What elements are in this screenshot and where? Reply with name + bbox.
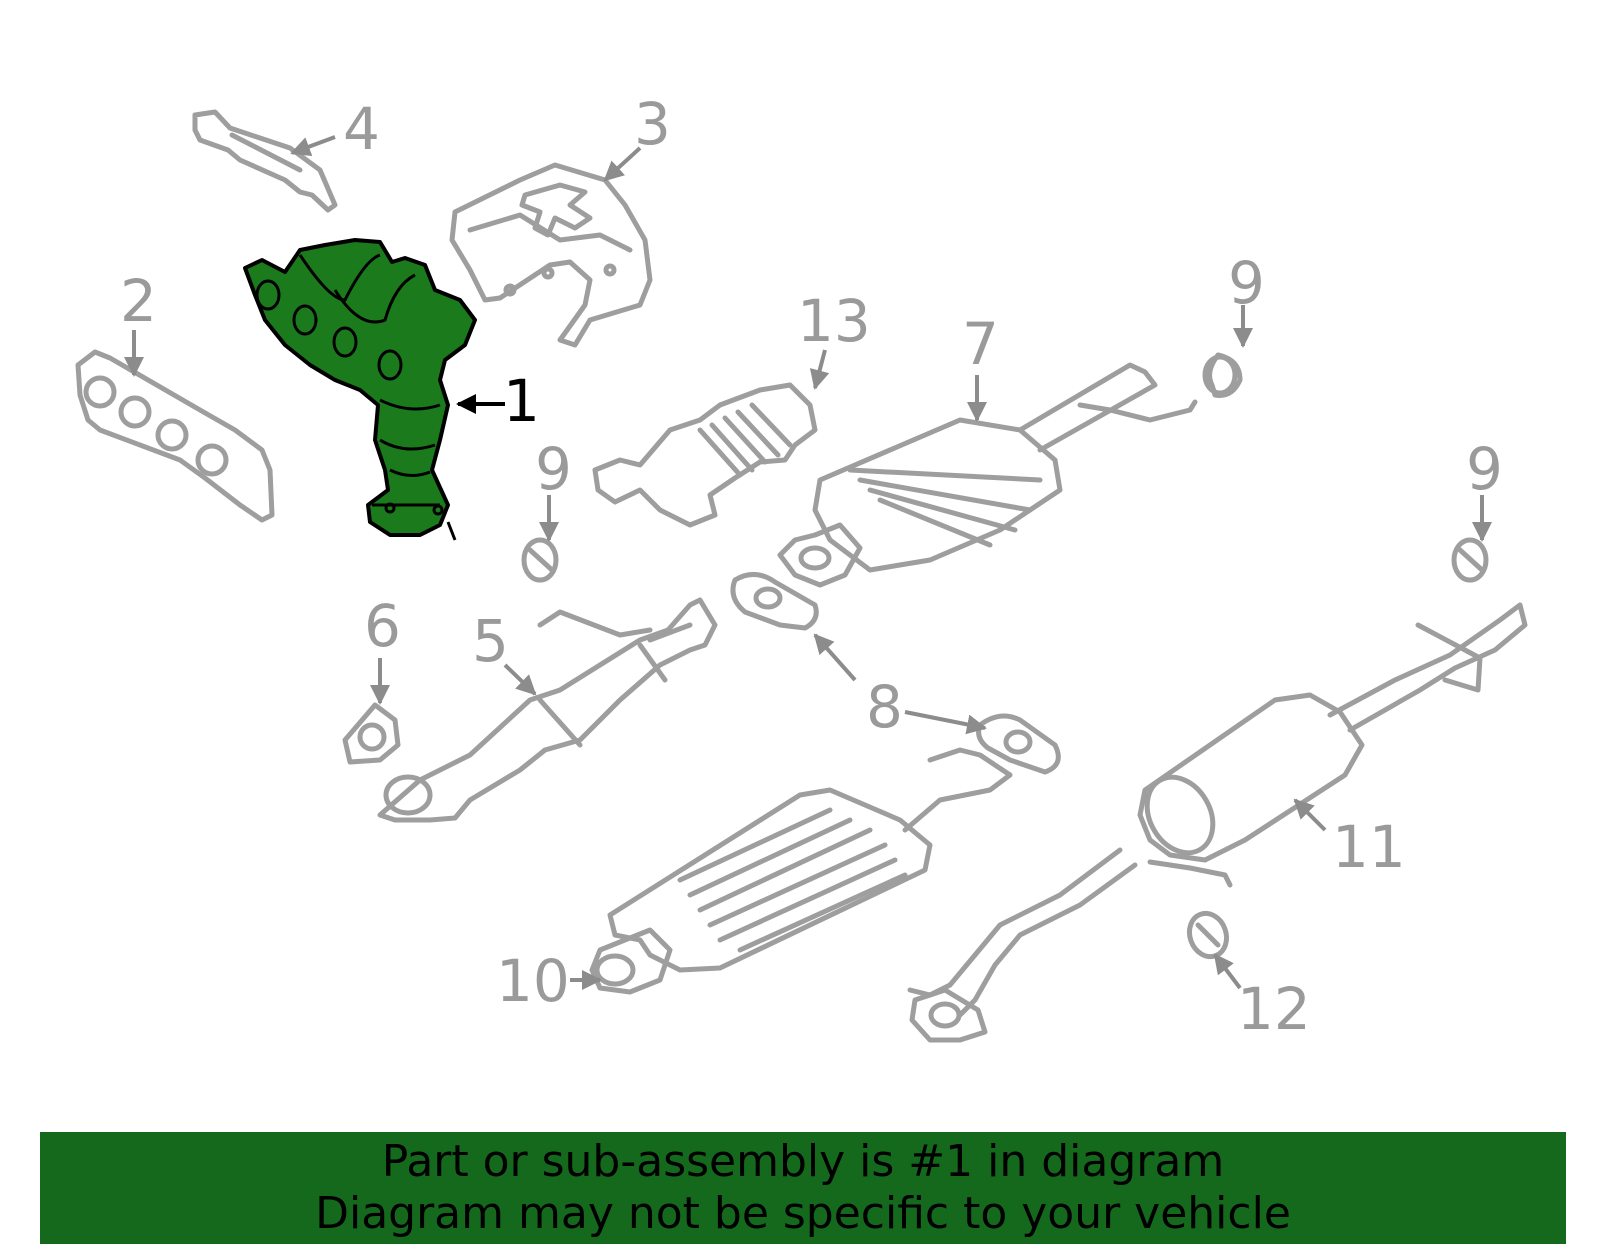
leader-arrows: [124, 135, 1492, 990]
part-10-center-muffler: [589, 747, 1013, 995]
part-12-hanger: [1186, 910, 1230, 960]
part-9a-insulator: [1202, 352, 1243, 398]
callout-12: 12: [1237, 975, 1311, 1043]
callout-9-center: 9: [535, 435, 572, 503]
callout-6: 6: [364, 592, 401, 660]
callout-1: 1: [503, 367, 540, 435]
part-7-converter-pipe: [777, 362, 1198, 588]
part-8-gasket-a: [730, 572, 819, 631]
callout-9-top-right: 9: [1228, 249, 1265, 317]
part-9c-insulator: [1451, 537, 1489, 583]
callout-4: 4: [343, 95, 380, 163]
callout-8: 8: [866, 673, 903, 741]
callout-5: 5: [472, 607, 509, 675]
part-5-front-pipe: [377, 597, 718, 823]
part-13-converter: [592, 382, 818, 528]
part-6-gasket: [342, 702, 401, 765]
callout-9-far-right: 9: [1466, 435, 1503, 503]
part-9b-insulator: [521, 537, 559, 583]
callout-2: 2: [120, 267, 157, 335]
callout-3: 3: [634, 90, 671, 158]
part-11-rear-muffler: [907, 602, 1528, 1043]
callout-7: 7: [962, 310, 999, 378]
part-8-gasket-b: [976, 713, 1061, 775]
banner-line-2: Diagram may not be specific to your vehi…: [315, 1188, 1291, 1239]
part-4-bracket: [192, 109, 338, 213]
callout-10: 10: [496, 947, 570, 1015]
info-banner: Part or sub-assembly is #1 in diagram Di…: [40, 1132, 1566, 1244]
part-3-heat-shield: [449, 162, 653, 348]
callout-13: 13: [797, 287, 871, 355]
banner-line-1: Part or sub-assembly is #1 in diagram: [381, 1136, 1225, 1187]
part-1-manifold-catalytic-converter: [243, 238, 477, 541]
callout-11: 11: [1332, 813, 1406, 881]
part-2-gasket: [75, 349, 275, 523]
